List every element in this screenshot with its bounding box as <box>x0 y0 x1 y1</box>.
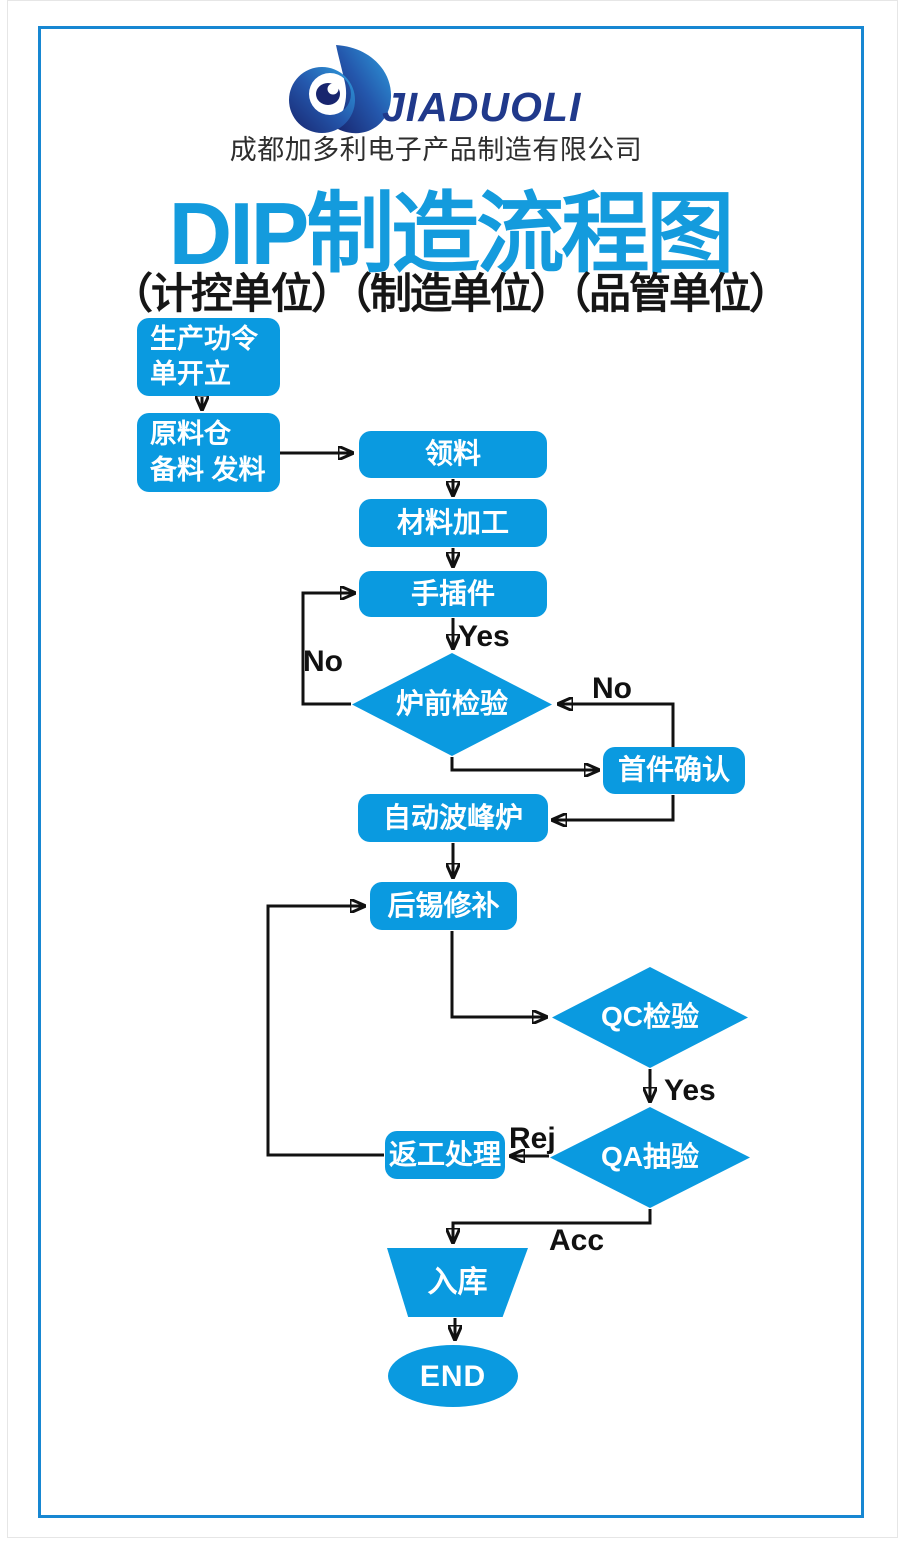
node-end: END <box>388 1345 518 1407</box>
edge-label-no-pre-oven: No <box>303 645 343 678</box>
node-get-material: 领料 <box>359 431 547 478</box>
logo-mark-icon <box>289 45 392 134</box>
node-solder-touch-up: 后锡修补 <box>370 882 517 930</box>
node-material-processing: 材料加工 <box>359 499 547 547</box>
page-subtitle: （计控单位）（制造单位）（品管单位） <box>110 270 791 317</box>
node-rework: 返工处理 <box>385 1131 505 1179</box>
node-start: 生产功令 单开立 <box>137 318 280 396</box>
page-title: DIP制造流程图 <box>168 184 735 283</box>
edge-label-yes-qc: Yes <box>664 1074 716 1107</box>
node-material-prep: 原料仓 备料 发料 <box>137 413 280 492</box>
brand-name: JIADUOLI <box>382 84 582 130</box>
company-name: 成都加多利电子产品制造有限公司 <box>229 135 643 165</box>
border-frame <box>38 26 864 1518</box>
node-wave-solder: 自动波峰炉 <box>358 794 548 842</box>
edge-label-rej-qa: Rej <box>509 1122 556 1155</box>
edge-label-yes-pre-oven: Yes <box>458 620 510 653</box>
node-hand-insert: 手插件 <box>359 571 547 617</box>
edge-label-acc-qa: Acc <box>549 1224 605 1257</box>
node-first-article-confirm: 首件确认 <box>603 747 745 794</box>
node-warehouse-in: 入库 <box>387 1248 528 1317</box>
edge-label-no-first-article: No <box>592 672 632 705</box>
